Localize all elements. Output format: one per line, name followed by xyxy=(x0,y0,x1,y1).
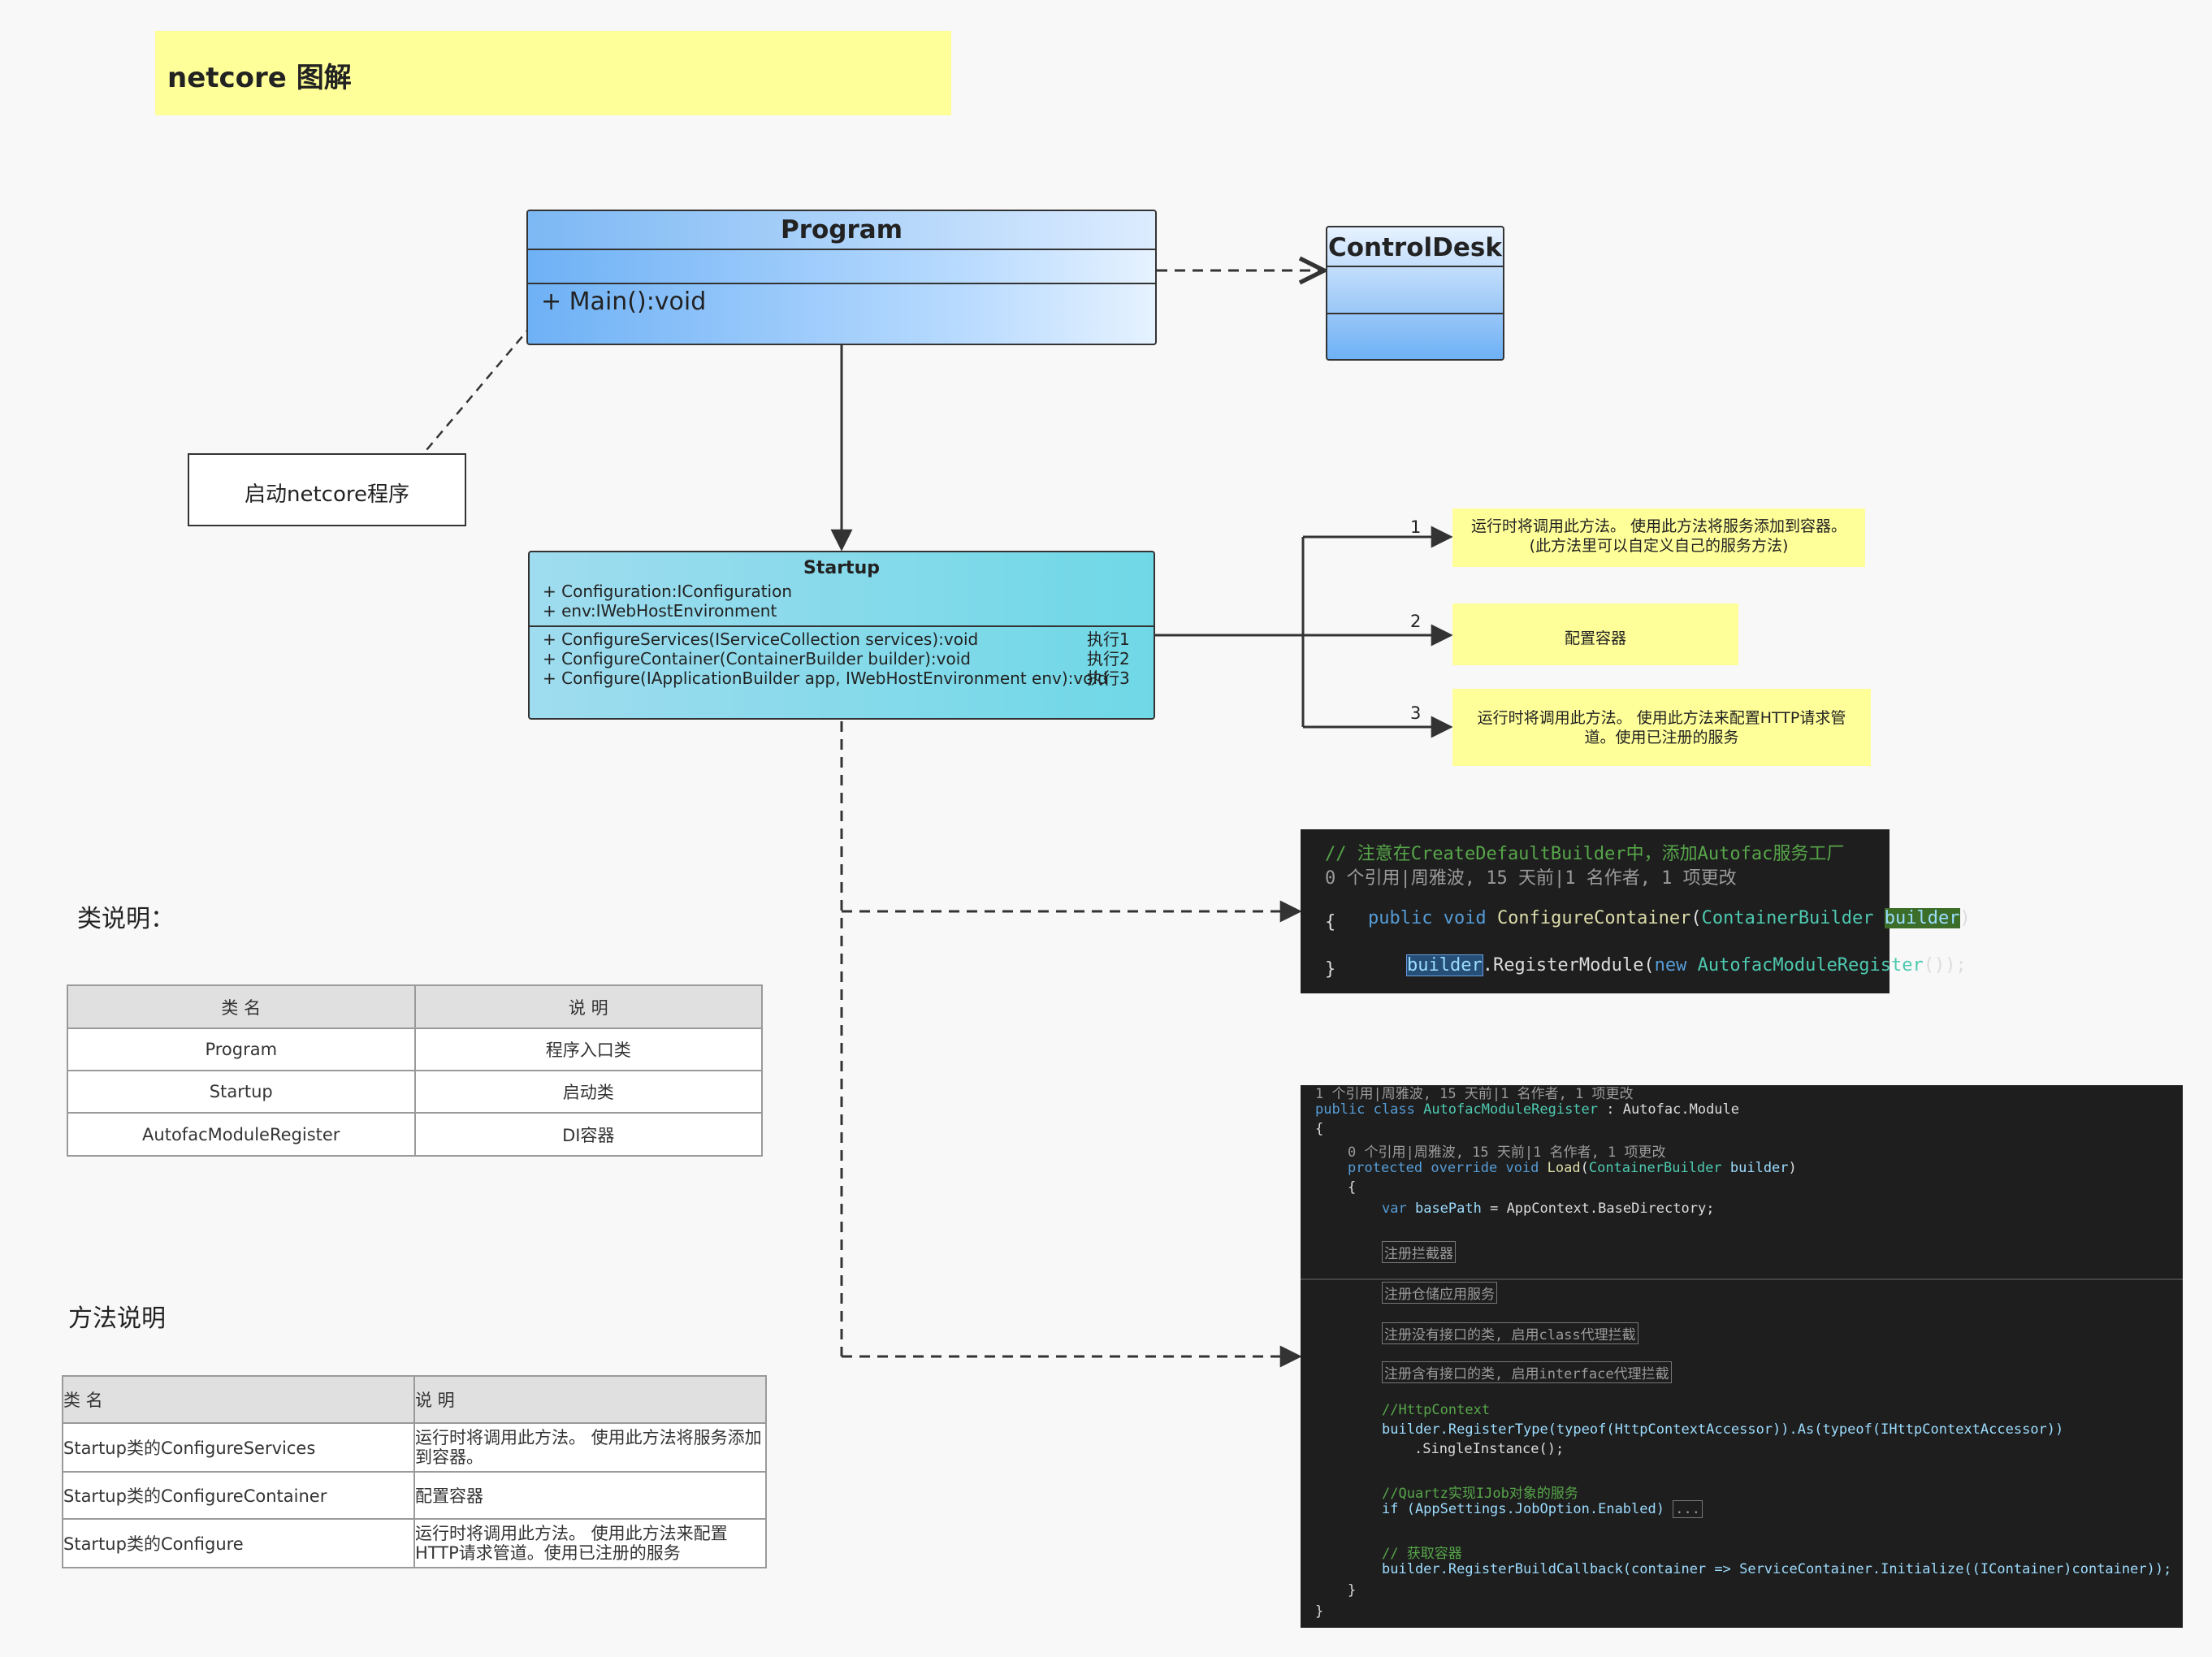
code-line: public class AutofacModuleRegister : Aut… xyxy=(1315,1101,1740,1118)
note-configure[interactable]: 运行时将调用此方法。 使用此方法来配置HTTP请求管道。使用已注册的服务 xyxy=(1452,689,1871,766)
class-startup-name: Startup xyxy=(803,558,880,578)
code-line: //HttpContext xyxy=(1382,1402,1491,1418)
code-line: //Quartz实现IJob对象的服务 xyxy=(1382,1486,1578,1502)
code-line: builder.RegisterType(typeof(HttpContextA… xyxy=(1382,1421,2064,1438)
startup-to-notes-connector xyxy=(1155,526,1453,738)
code-line: // 获取容器 xyxy=(1382,1546,1462,1562)
table-row: Program 程序入口类 xyxy=(67,1028,763,1071)
table-header: 类 名 xyxy=(67,984,416,1029)
table-row: Startup类的ConfigureContainer 配置容器 xyxy=(62,1471,767,1520)
note-configure-services[interactable]: 运行时将调用此方法。 使用此方法将服务添加到容器。(此方法里可以自定义自己的服务… xyxy=(1452,508,1865,567)
startup-method: + ConfigureServices(IServiceCollection s… xyxy=(543,629,1130,649)
code-line: var basePath = AppContext.BaseDirectory; xyxy=(1382,1201,1715,1217)
table-header: 类 名 xyxy=(62,1375,415,1424)
method-description-heading: 方法说明 xyxy=(68,1304,166,1333)
startup-note-text: 启动netcore程序 xyxy=(245,482,409,507)
class-program[interactable]: Program + Main():void xyxy=(526,210,1157,345)
table-row: AutofacModuleRegister DI容器 xyxy=(67,1112,763,1157)
diagram-title: netcore 图解 xyxy=(167,62,352,94)
class-program-method: + Main():void xyxy=(528,283,1155,319)
table-header: 说 明 xyxy=(413,984,763,1029)
code-region: 注册含有接口的类, 启用interface代理拦截 xyxy=(1382,1361,1672,1383)
code-line: } xyxy=(1348,1582,1357,1599)
class-description-table: 类 名 说 明 Program 程序入口类 Startup 启动类 Autofa… xyxy=(67,984,763,1157)
code-line: builder.RegisterBuildCallback(container … xyxy=(1382,1561,2172,1577)
code-line: } xyxy=(1325,959,1336,980)
startup-method: + ConfigureContainer(ContainerBuilder bu… xyxy=(543,649,1130,668)
code-line: protected override void Load(ContainerBu… xyxy=(1348,1160,1797,1176)
code-line: { xyxy=(1315,1121,1324,1137)
class-startup[interactable]: Startup + Configuration:IConfiguration +… xyxy=(528,551,1155,720)
code-region: 注册仓储应用服务 xyxy=(1382,1282,1497,1304)
startup-method: + Configure(IApplicationBuilder app, IWe… xyxy=(543,668,1130,688)
table-header: 说 明 xyxy=(413,1375,767,1424)
code-line: 0 个引用|周雅波, 15 天前|1 名作者, 1 项更改 xyxy=(1325,868,1737,889)
class-controldesk-name: ControlDesk xyxy=(1328,233,1502,262)
title-note[interactable]: netcore 图解 xyxy=(155,31,951,115)
code-line: if (AppSettings.JobOption.Enabled) ... xyxy=(1382,1500,1703,1518)
exec-tag: 执行3 xyxy=(1087,668,1130,688)
startup-note[interactable]: 启动netcore程序 xyxy=(188,453,466,526)
code-line: } xyxy=(1315,1603,1324,1620)
branch-label-3: 3 xyxy=(1410,703,1422,723)
code-line: { xyxy=(1348,1179,1357,1196)
startup-to-code-arrows xyxy=(840,721,1302,1368)
code-line: // 注意在CreateDefaultBuilder中，添加Autofac服务工… xyxy=(1325,844,1845,864)
code-line: .SingleInstance(); xyxy=(1414,1441,1565,1457)
method-description-table: 类 名 说 明 Startup类的ConfigureServices 运行时将调… xyxy=(62,1375,767,1568)
branch-label-1: 1 xyxy=(1410,517,1422,537)
note-configure-container[interactable]: 配置容器 xyxy=(1452,604,1738,665)
code-line: public void ConfigureContainer(Container… xyxy=(1367,908,1971,928)
class-controldesk[interactable]: ControlDesk xyxy=(1326,226,1504,361)
exec-tag: 执行1 xyxy=(1087,629,1130,649)
code-region: 注册没有接口的类, 启用class代理拦截 xyxy=(1382,1322,1638,1344)
code-snippet-configure-container: // 注意在CreateDefaultBuilder中，添加Autofac服务工… xyxy=(1301,829,1971,993)
branch-label-2: 2 xyxy=(1410,612,1422,631)
table-row: Startup类的Configure 运行时将调用此方法。 使用此方法来配置HT… xyxy=(62,1518,767,1568)
class-program-name: Program xyxy=(528,211,1155,249)
code-line: 1 个引用|周雅波, 15 天前|1 名作者, 1 项更改 xyxy=(1315,1086,1634,1102)
table-row: Startup 启动类 xyxy=(67,1070,763,1114)
code-line: { xyxy=(1325,912,1336,932)
exec-tag: 执行2 xyxy=(1087,649,1130,668)
startup-attribute: + Configuration:IConfiguration xyxy=(543,582,793,601)
class-description-heading: 类说明： xyxy=(77,905,175,933)
startup-attribute: + env:IWebHostEnvironment xyxy=(543,601,777,621)
note-link-line xyxy=(422,324,533,456)
table-row: Startup类的ConfigureServices 运行时将调用此方法。 使用… xyxy=(62,1422,767,1473)
code-line: builder.RegisterModule(new AutofacModule… xyxy=(1405,954,1967,976)
code-line: 0 个引用|周雅波, 15 天前|1 名作者, 1 项更改 xyxy=(1348,1144,1666,1161)
code-region: 注册拦截器 xyxy=(1382,1241,1456,1263)
code-snippet-autofac-module: 1 个引用|周雅波, 15 天前|1 名作者, 1 项更改 public cla… xyxy=(1301,1085,2183,1628)
